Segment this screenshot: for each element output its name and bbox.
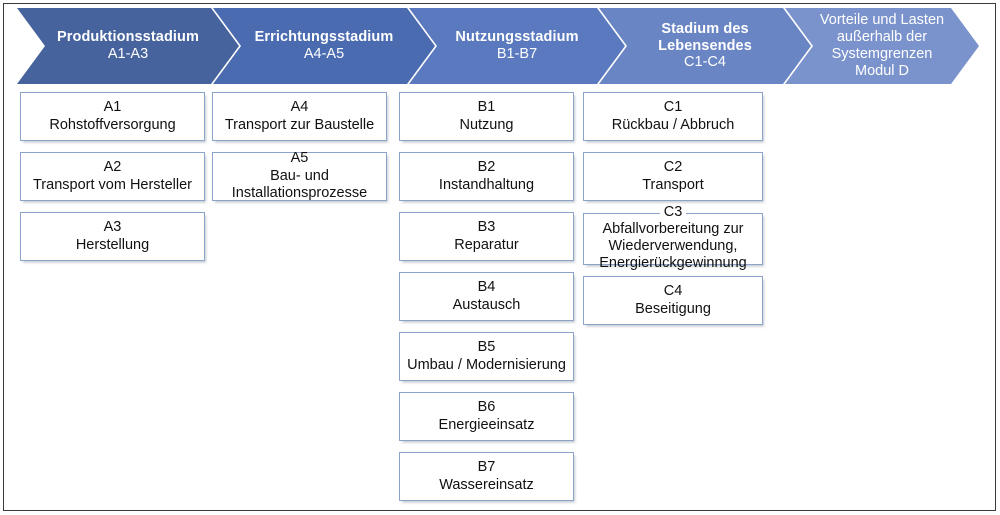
module-box-b5[interactable]: B5 Umbau / Modernisierung <box>399 332 574 381</box>
stage-title-5b: außerhalb der <box>836 29 928 46</box>
stage-modules-2: A4-A5 <box>303 46 345 62</box>
stage-modules-4: C1-C4 <box>684 54 726 71</box>
module-code-c4: C4 <box>663 283 683 300</box>
module-name-c3: Abfallvorbereitung zur Wiederverwendung,… <box>599 220 747 272</box>
stage-modules-3: B1-B7 <box>496 46 538 62</box>
stage-title-4a: Stadium des <box>661 20 749 37</box>
stage-chevron-nutzungsstadium[interactable]: Nutzungsstadium B1-B7 <box>409 8 625 84</box>
stage-chevron-lebensende[interactable]: Stadium des Lebensendes C1-C4 <box>599 8 811 84</box>
module-name-a5: Bau- und Installationsprozesse <box>231 167 368 202</box>
module-code-a4: A4 <box>290 99 309 116</box>
module-code-c2: C2 <box>663 159 683 176</box>
module-name-b6: Energieeinsatz <box>438 416 535 433</box>
module-code-b1: B1 <box>477 99 496 116</box>
module-box-c3[interactable]: C3 Abfallvorbereitung zur Wiederverwendu… <box>583 204 763 271</box>
module-box-b3[interactable]: B3 Reparatur <box>399 212 574 261</box>
stage-title-5a: Vorteile und Lasten <box>819 12 945 29</box>
module-code-b5: B5 <box>477 339 496 356</box>
module-name-b5: Umbau / Modernisierung <box>407 356 566 373</box>
module-code-a1: A1 <box>103 99 122 116</box>
module-name-a3: Herstellung <box>75 236 150 253</box>
module-box-a2[interactable]: A2 Transport vom Hersteller <box>20 152 205 201</box>
stage-title-2: Errichtungsstadium <box>254 29 394 46</box>
module-box-b6[interactable]: B6 Energieeinsatz <box>399 392 574 441</box>
module-code-c1: C1 <box>663 99 683 116</box>
module-code-b7: B7 <box>477 459 496 476</box>
stage-title-5c: Systemgrenzen <box>831 46 933 62</box>
stage-title-3: Nutzungsstadium <box>455 29 579 46</box>
module-box-a4[interactable]: A4 Transport zur Baustelle <box>212 92 387 141</box>
module-code-b3: B3 <box>477 219 496 236</box>
module-code-b4: B4 <box>477 279 496 296</box>
module-name-c4: Beseitigung <box>635 300 711 317</box>
module-name-a2: Transport vom Hersteller <box>32 176 192 193</box>
module-box-c4[interactable]: C4 Beseitigung <box>583 276 763 325</box>
module-box-a1[interactable]: A1 Rohstoffversorgung <box>20 92 205 141</box>
module-code-a3: A3 <box>103 219 122 236</box>
module-box-a5[interactable]: A5 Bau- und Installationsprozesse <box>212 150 387 202</box>
module-name-c1: Rückbau / Abbruch <box>611 116 735 133</box>
module-box-b1[interactable]: B1 Nutzung <box>399 92 574 141</box>
stage-chevron-errichtungsstadium[interactable]: Errichtungsstadium A4-A5 <box>213 8 435 84</box>
module-name-b2: Instandhaltung <box>438 176 535 193</box>
module-box-b2[interactable]: B2 Instandhaltung <box>399 152 574 201</box>
stage-chevron-produktionsstadium[interactable]: Produktionsstadium A1-A3 <box>17 8 239 84</box>
module-code-a5: A5 <box>290 150 309 167</box>
stage-chevron-modul-d[interactable]: Vorteile und Lasten außerhalb der System… <box>785 8 979 84</box>
module-name-b7: Wassereinsatz <box>439 476 534 493</box>
module-box-a3[interactable]: A3 Herstellung <box>20 212 205 261</box>
module-code-a2: A2 <box>103 159 122 176</box>
module-code-c3: C3 <box>659 204 687 221</box>
module-name-b3: Reparatur <box>454 236 519 253</box>
stage-title-1: Produktionsstadium <box>57 29 199 46</box>
module-box-c2[interactable]: C2 Transport <box>583 152 763 201</box>
module-code-b2: B2 <box>477 159 496 176</box>
module-name-b4: Austausch <box>452 296 521 313</box>
module-name-a1: Rohstoffversorgung <box>49 116 176 133</box>
module-name-b1: Nutzung <box>459 116 514 133</box>
module-code-b6: B6 <box>477 399 496 416</box>
module-box-b4[interactable]: B4 Austausch <box>399 272 574 321</box>
module-name-c2: Transport <box>642 176 704 193</box>
stage-title-4b: Lebensendes <box>658 37 752 54</box>
module-name-a4: Transport zur Baustelle <box>224 116 375 133</box>
stage-modules-5: Modul D <box>855 62 909 79</box>
lifecycle-stage-header: Produktionsstadium A1-A3 Errichtungsstad… <box>17 8 979 84</box>
module-box-c1[interactable]: C1 Rückbau / Abbruch <box>583 92 763 141</box>
module-box-b7[interactable]: B7 Wassereinsatz <box>399 452 574 501</box>
stage-modules-1: A1-A3 <box>107 46 149 62</box>
